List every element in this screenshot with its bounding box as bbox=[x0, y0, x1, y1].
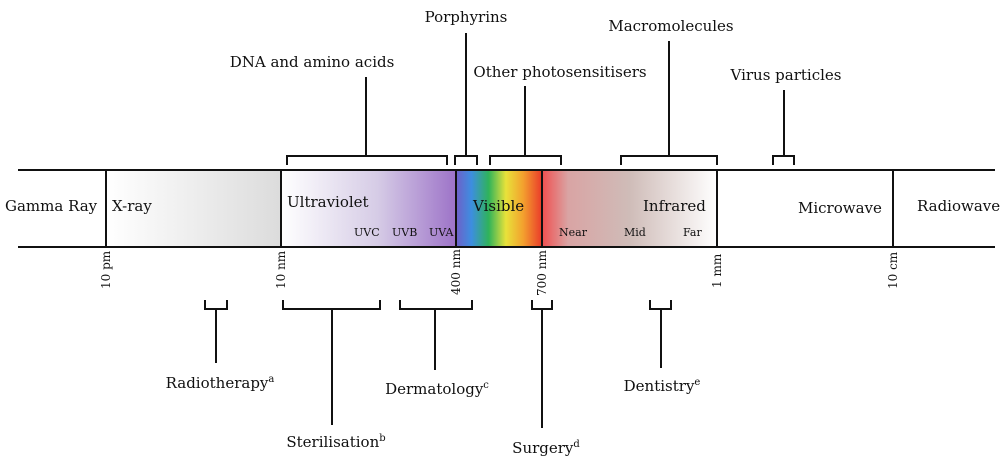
bracket-photosensitisers bbox=[489, 86, 562, 165]
bracket-radiotherapy bbox=[204, 300, 228, 363]
ir-sub-far: Far bbox=[683, 226, 702, 239]
uv-sub-uva: UVA bbox=[429, 226, 454, 239]
tick-10nm: 10 nm bbox=[274, 250, 288, 289]
band-label-visible: Visible bbox=[472, 197, 524, 215]
band-label-gamma: Gamma Ray bbox=[5, 197, 98, 215]
bracket-dna bbox=[286, 77, 448, 165]
label-sterilisation: Sterilisationb bbox=[286, 433, 385, 451]
label-macromolecules: Macromolecules bbox=[608, 17, 733, 35]
bracket-virus bbox=[772, 90, 795, 165]
tick-10cm: 10 cm bbox=[886, 251, 900, 289]
band-label-xray: X-ray bbox=[112, 197, 152, 215]
label-surgery: Surgeryd bbox=[512, 439, 580, 457]
band-label-microwave: Microwave bbox=[798, 199, 882, 217]
uv-band-fill bbox=[281, 170, 456, 247]
label-dentistry: Dentistrye bbox=[624, 377, 701, 395]
tick-10pm: 10 pm bbox=[99, 250, 113, 289]
label-dermatology: Dermatologyc bbox=[385, 380, 489, 398]
uv-sub-uvc: UVC bbox=[354, 226, 380, 239]
band-label-uv: Ultraviolet bbox=[287, 193, 369, 211]
bracket-dermatology bbox=[399, 300, 473, 370]
label-dna: DNA and amino acids bbox=[230, 53, 395, 71]
tick-700nm: 700 nm bbox=[535, 250, 549, 296]
band-label-radio: Radiowave bbox=[917, 197, 1000, 215]
tick-400nm: 400 nm bbox=[449, 249, 463, 295]
bracket-surgery bbox=[531, 300, 553, 428]
visible-band-fill bbox=[456, 170, 542, 247]
tick-1mm: 1 mm bbox=[710, 253, 724, 288]
bracket-macromolecules bbox=[620, 41, 718, 165]
bracket-sterilisation bbox=[282, 300, 381, 425]
bracket-porphyrins bbox=[454, 33, 478, 165]
ir-sub-mid: Mid bbox=[624, 226, 646, 239]
band-label-infrared: Infrared bbox=[643, 197, 706, 215]
label-photosensitisers: Other photosensitisers bbox=[473, 63, 646, 81]
uv-sub-uvb: UVB bbox=[392, 226, 417, 239]
infrared-band-fill bbox=[542, 170, 717, 247]
label-virus: Virus particles bbox=[730, 66, 842, 84]
label-porphyrins: Porphyrins bbox=[425, 8, 508, 26]
ir-sub-near: Near bbox=[559, 226, 588, 239]
xray-band-fill bbox=[106, 170, 280, 247]
bracket-dentistry bbox=[649, 300, 672, 368]
label-radiotherapy: Radiotherapya bbox=[166, 374, 275, 392]
